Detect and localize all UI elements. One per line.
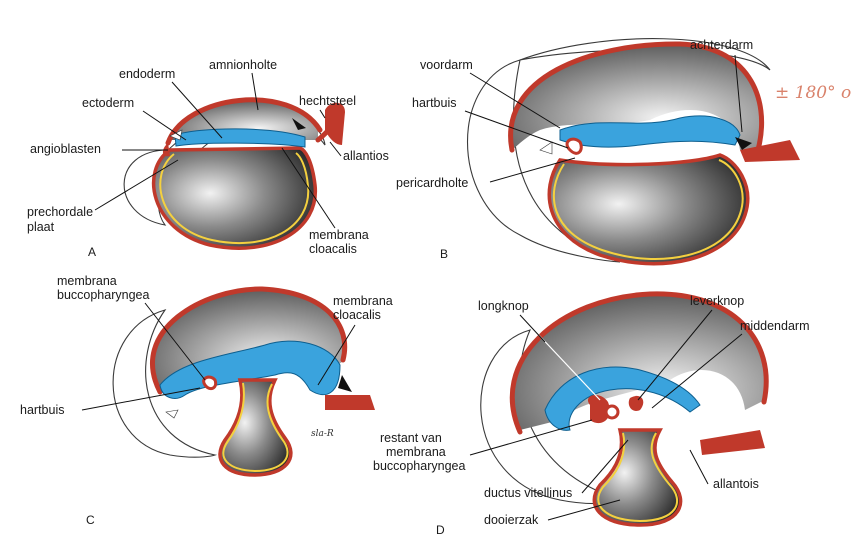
arrow-b-left (540, 142, 552, 154)
label-restant-membrana: membrana (386, 445, 446, 459)
label-restant-buccopharyngea: buccopharyngea (373, 459, 465, 473)
panel-letter-a: A (88, 245, 96, 259)
label-buccopharyngea-c: buccopharyngea (57, 288, 149, 302)
label-endoderm: endoderm (119, 67, 175, 81)
label-restant-van: restant van (380, 431, 442, 445)
heart-tube-d (606, 406, 618, 418)
label-hartbuis-c: hartbuis (20, 403, 64, 417)
label-voordarm: voordarm (420, 58, 473, 72)
allantois-c (325, 395, 375, 410)
label-achterdarm: achterdarm (690, 38, 753, 52)
label-hartbuis-b: hartbuis (412, 96, 456, 110)
label-longknop: longknop (478, 299, 529, 313)
label-allantios: allantios (343, 149, 389, 163)
heart-tube-c (204, 377, 216, 389)
allantois-a (325, 103, 345, 145)
panel-c: membrana buccopharyngea membrana cloacal… (20, 274, 393, 527)
leader-allantois (690, 450, 708, 484)
allantois-d (700, 430, 765, 455)
arrow-c-right (338, 375, 352, 392)
panel-letter-b: B (440, 247, 448, 261)
panel-b: achterdarm voordarm hartbuis pericardhol… (396, 38, 851, 264)
label-hechtsteel: hechtsteel (299, 94, 356, 108)
yolk-sac-a (154, 148, 316, 248)
label-prechordale: prechordale (27, 205, 93, 219)
label-cloacalis-a: cloacalis (309, 242, 357, 256)
label-cloacalis-c: cloacalis (333, 308, 381, 322)
label-middendarm: middendarm (740, 319, 809, 333)
panel-a: endoderm amnionholte ectoderm hechtsteel… (27, 58, 389, 259)
label-ductus-vitellinus: ductus vitellinus (484, 486, 572, 500)
label-membrana-bucco: membrana (57, 274, 117, 288)
leader-hechtsteel (320, 110, 325, 118)
label-allantois: allantois (713, 477, 759, 491)
arrow-c-left (166, 410, 178, 418)
label-plaat: plaat (27, 220, 55, 234)
panel-d: longknop leverknop middendarm restant va… (373, 294, 809, 537)
yolk-sac-c (220, 380, 291, 475)
handwritten-annotation: ± 180° o (775, 83, 851, 103)
label-amnionholte: amnionholte (209, 58, 277, 72)
panel-letter-c: C (86, 513, 95, 527)
label-ectoderm: ectoderm (82, 96, 134, 110)
label-leverknop: leverknop (690, 294, 744, 308)
label-membrana-cloac: membrana (333, 294, 393, 308)
yolk-sac-d (594, 430, 680, 525)
label-angioblasten: angioblasten (30, 142, 101, 156)
label-pericardholte: pericardholte (396, 176, 468, 190)
illustrator-signature: sla-R (311, 429, 334, 439)
heart-tube-b (567, 139, 581, 153)
label-membrana-a: membrana (309, 228, 369, 242)
label-dooierzak: dooierzak (484, 513, 539, 527)
panel-letter-d: D (436, 523, 445, 537)
liver-bud-d (629, 396, 644, 411)
